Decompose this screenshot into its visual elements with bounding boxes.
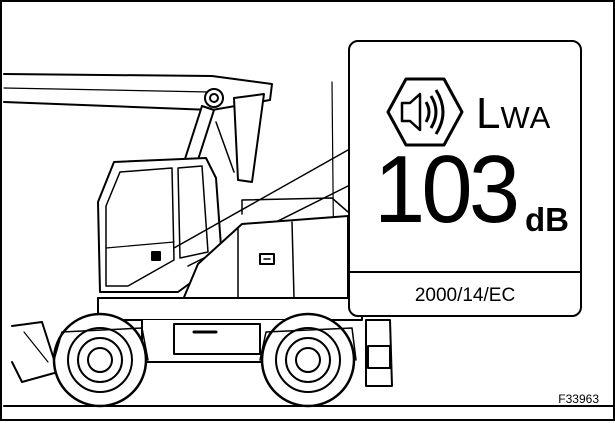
sound-power-value: 103 (374, 136, 520, 243)
figure-code: F33963 (558, 392, 599, 406)
label-divider (350, 271, 580, 273)
lwa-symbol-main: L (476, 89, 501, 138)
sound-power-unit: dB (525, 201, 569, 238)
loudspeaker-sound-icon (386, 77, 464, 147)
directive-reference: 2000/14/EC (414, 285, 516, 306)
hydraulic-cylinder (183, 105, 215, 167)
operator-cab (97, 157, 223, 293)
dozer-blade (11, 321, 59, 383)
sound-power-label: LWA 103 dB 2000/14/EC (348, 40, 582, 317)
boom-arm (3, 73, 273, 111)
lwa-symbol: LWA (476, 92, 551, 136)
rear-wheel (260, 312, 356, 408)
lwa-symbol-sub: WA (500, 100, 552, 135)
